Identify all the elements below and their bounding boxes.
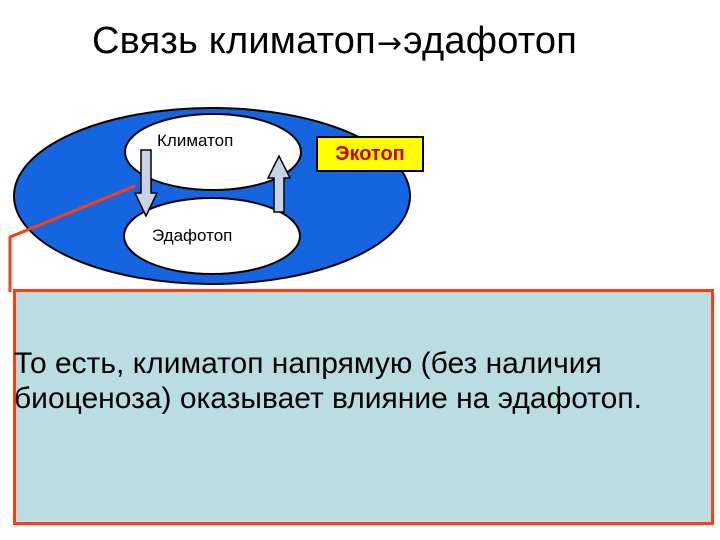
climatop-label: Климатоп [157,131,234,150]
right-arrow-icon: → [376,26,403,61]
down-arrow-icon [133,149,159,218]
callout-connector [8,184,136,292]
title-right: эдафотоп [403,20,577,62]
callout-text: То есть, климатоп напрямую (без наличия … [14,347,642,415]
slide-title: Связь климатоп→эдафотоп [92,20,577,63]
climatop-ellipse [124,113,302,191]
ecotop-label: Экотоп [335,142,405,165]
up-arrow-icon [266,154,292,213]
callout-box [13,289,714,525]
ecotop-box: Экотоп [316,136,424,172]
edaphotop-label: Эдафотоп [152,226,233,245]
title-left: Связь климатоп [92,20,376,62]
ecotop-ellipse [13,107,411,285]
edaphotop-ellipse [123,197,301,275]
